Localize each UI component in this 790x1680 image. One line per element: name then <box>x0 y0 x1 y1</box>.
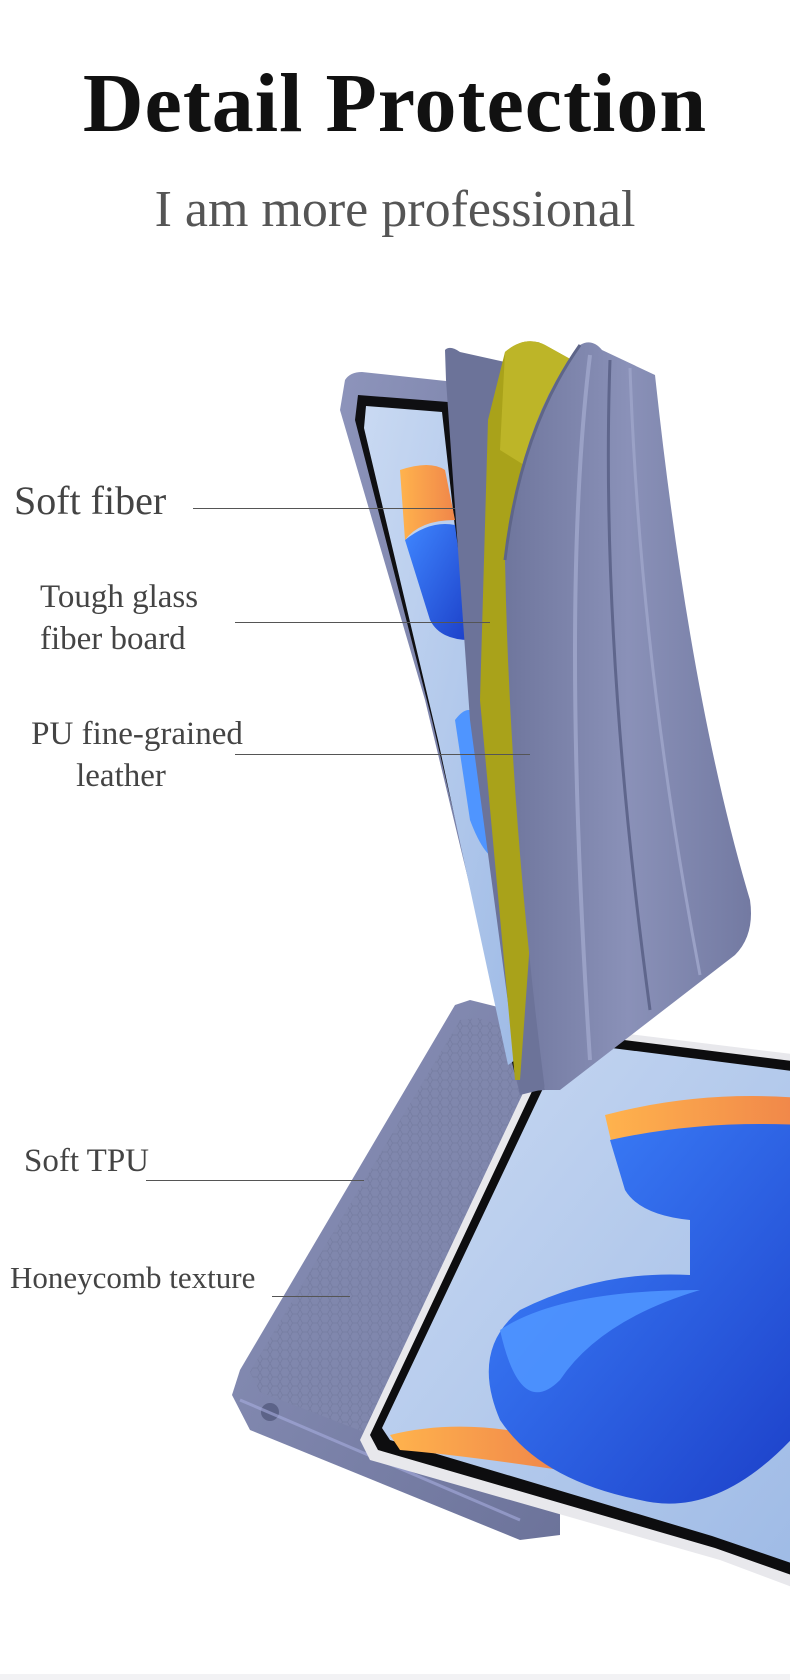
leader-line-soft-fiber <box>193 508 455 509</box>
callout-tough-glass: Tough glass fiber board <box>40 576 198 660</box>
leader-line-tough-glass <box>235 622 490 623</box>
callout-honeycomb: Honeycomb texture <box>10 1260 256 1295</box>
pu-leather-cover <box>503 342 751 1091</box>
page-subtitle: I am more professional <box>154 181 636 238</box>
callout-pu-leather-line1: PU fine-grained <box>31 716 243 752</box>
callout-tough-glass-line2: fiber board <box>40 621 186 657</box>
bottom-divider <box>0 1674 790 1680</box>
tablet-screen-bottom <box>360 1025 790 1587</box>
callout-pu-leather-line2: leather <box>76 758 166 794</box>
callout-pu-leather: PU fine-grained leather <box>12 713 262 797</box>
leader-line-pu-leather <box>235 754 530 755</box>
callout-soft-fiber: Soft fiber <box>14 478 167 523</box>
callout-soft-tpu: Soft TPU <box>24 1143 150 1179</box>
leader-line-soft-tpu <box>146 1180 364 1181</box>
callout-tough-glass-line1: Tough glass <box>40 579 199 615</box>
page-title: Detail Protection <box>82 57 708 150</box>
leader-line-honeycomb <box>272 1296 350 1297</box>
